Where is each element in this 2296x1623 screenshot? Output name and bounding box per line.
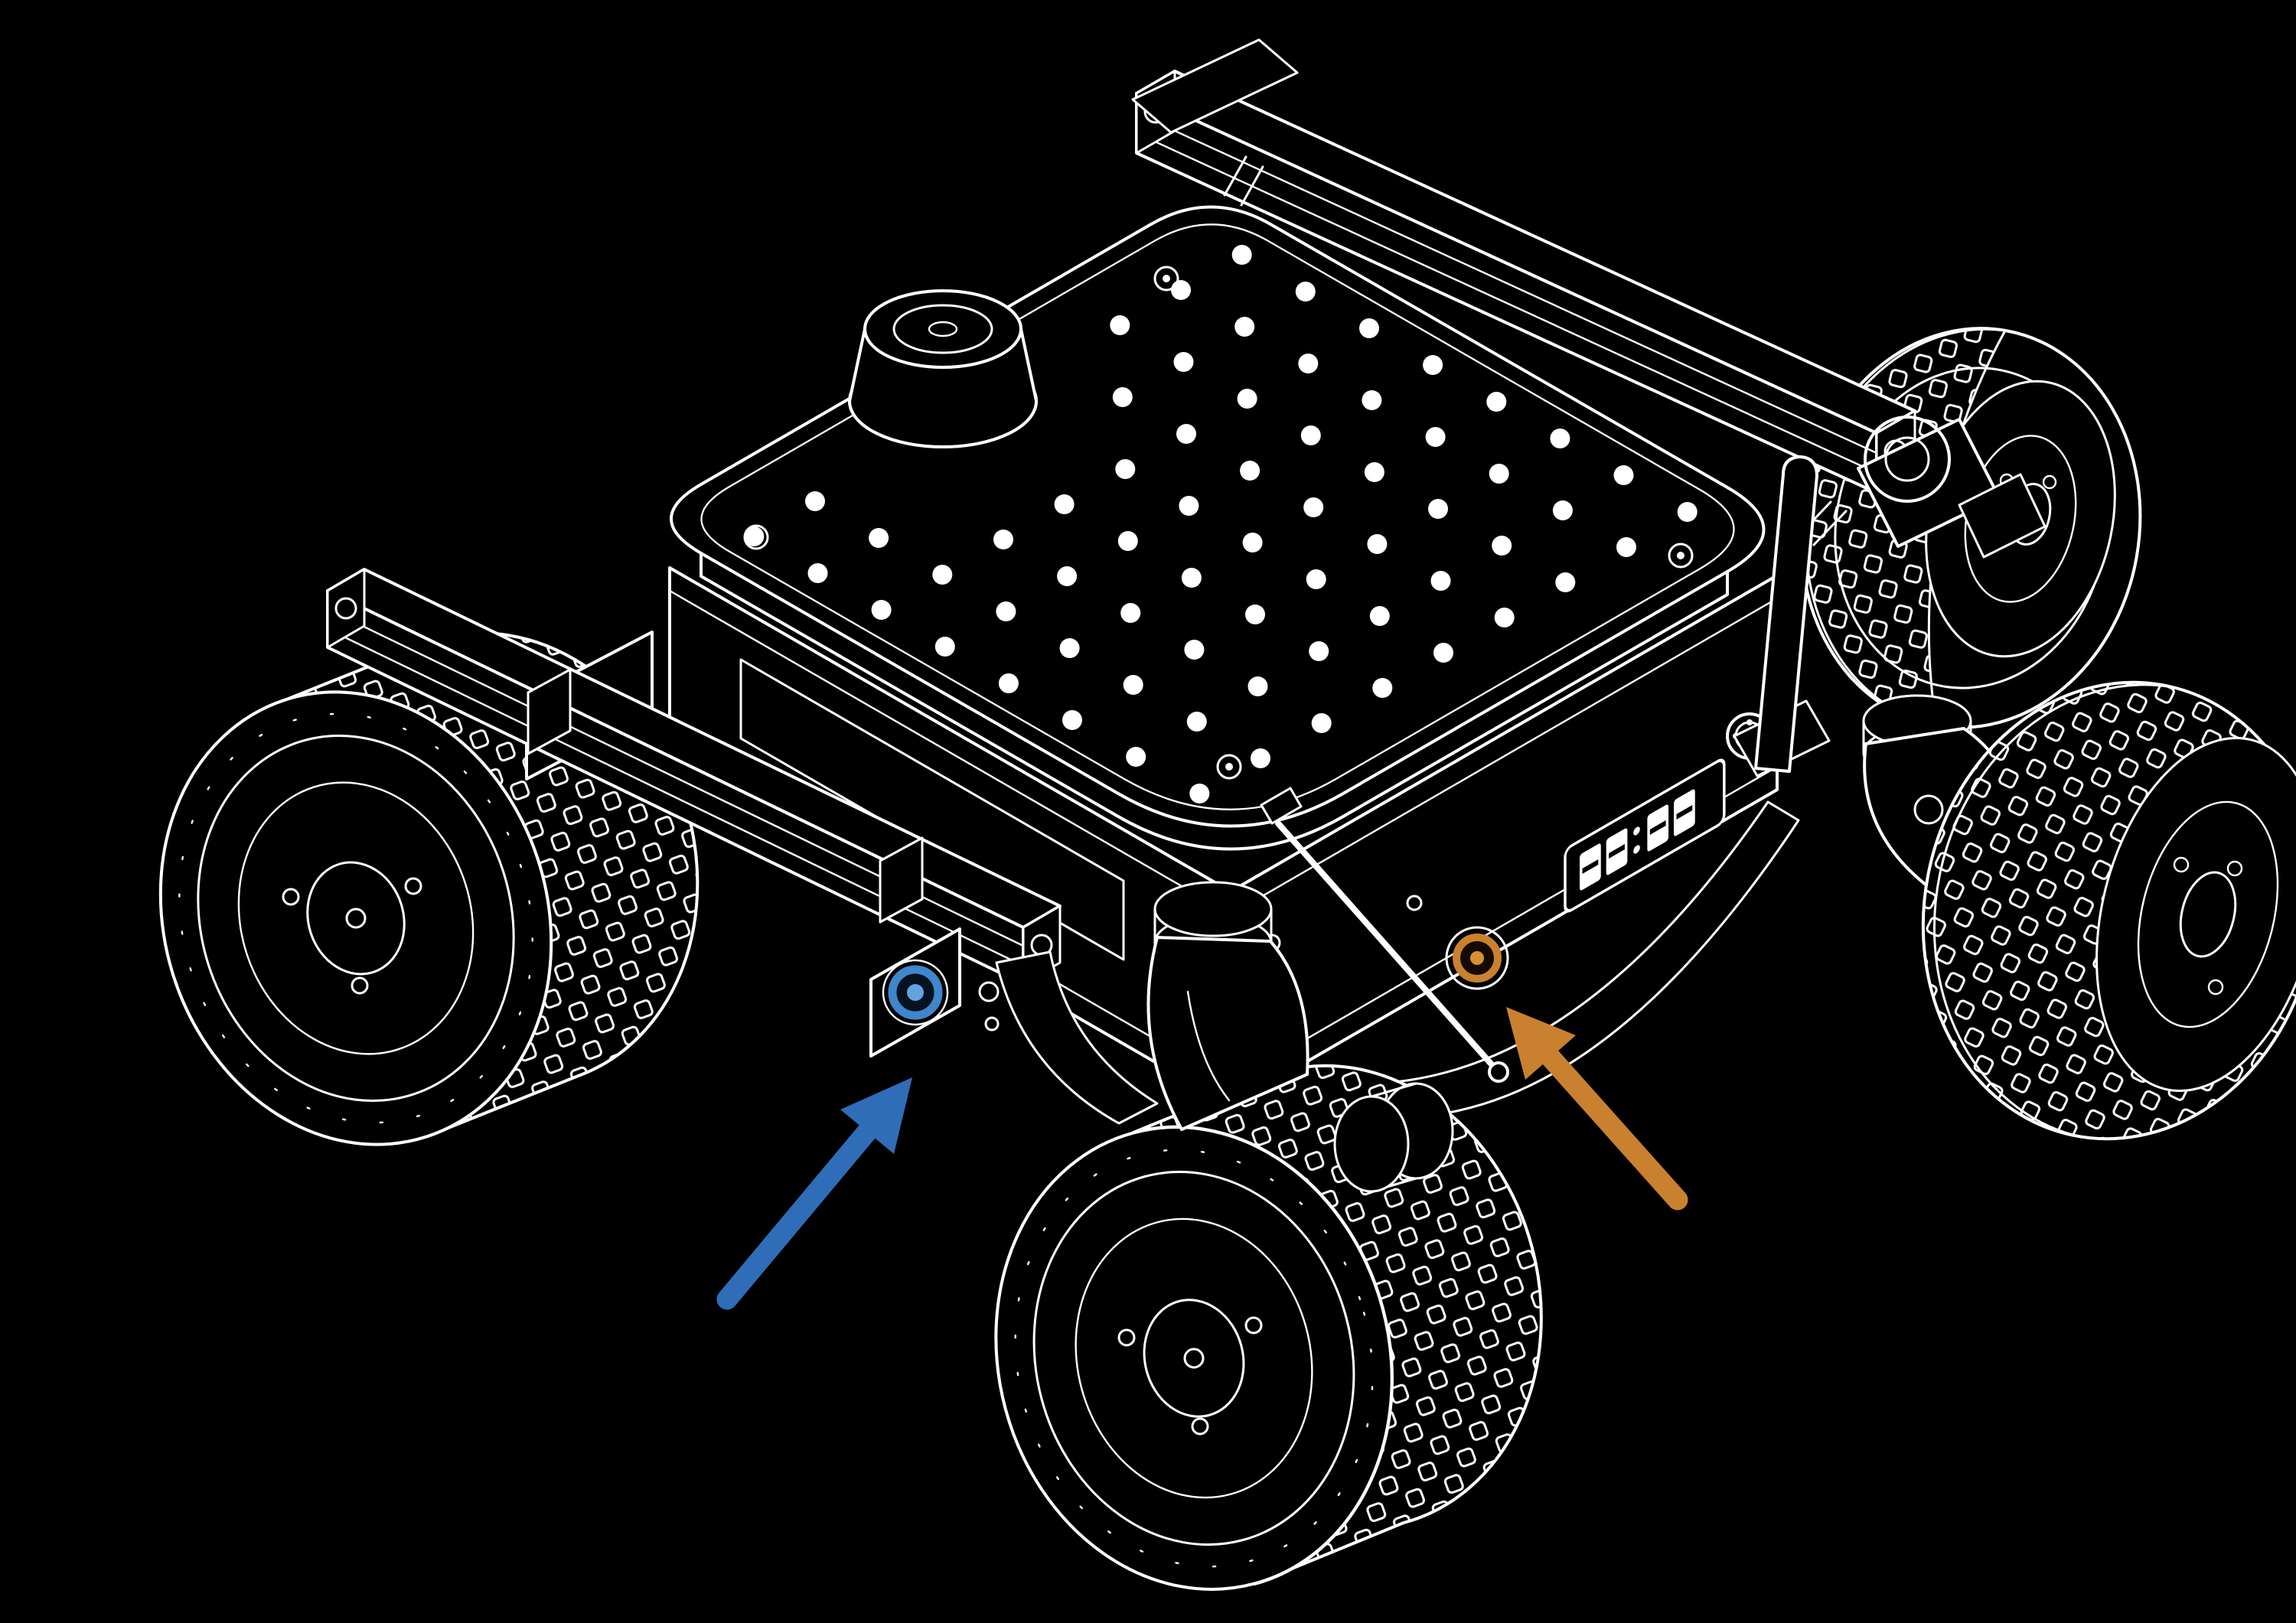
panel-bolt [1406,895,1423,911]
arrowhead [840,1077,912,1154]
lidar-puck [848,289,1038,448]
wheel-bolt [1244,1316,1263,1335]
wheel-front-left [994,1064,1543,1591]
rail-end-cap [326,568,366,649]
antenna [1733,455,1831,777]
status-display [1564,758,1726,913]
wheel-bolt [1191,1417,1209,1436]
fork-yoke [995,950,1159,1125]
front-left-fork [995,881,1454,1193]
chassis [668,566,1800,1119]
battery-panel [739,658,1125,961]
wheel-bolt [351,976,369,995]
blue-annotation-arrow [716,1077,912,1310]
wheel-front-right [1921,680,2296,1141]
rail-standoff [879,836,924,924]
wheel-bolt [2042,474,2057,490]
module-bolt [984,1016,1000,1031]
hub-motor [1333,1082,1454,1193]
deck-holes [744,245,1698,803]
wheel-bolt [404,877,422,895]
blue-power-button [869,927,1000,1058]
wheel-bolt [2173,856,2190,873]
deck-edge [700,552,1729,851]
wheel-bolt [1117,1328,1136,1347]
orange-annotation-arrow [1506,1007,1688,1211]
left-rail [326,568,1062,986]
orange-power-button [1445,926,1509,990]
whip-antenna [1260,787,1509,1083]
module-bolt [978,981,1000,1002]
wheel-bolt [282,888,300,906]
wheel-bolt [2226,860,2243,877]
rail-standoff [527,668,572,755]
wheel-bolt [2207,979,2224,996]
rail-end-plate [1131,38,1299,134]
rail-strut [1223,155,1264,207]
rear-rail [1131,38,2047,559]
arrowhead [1506,1007,1576,1080]
